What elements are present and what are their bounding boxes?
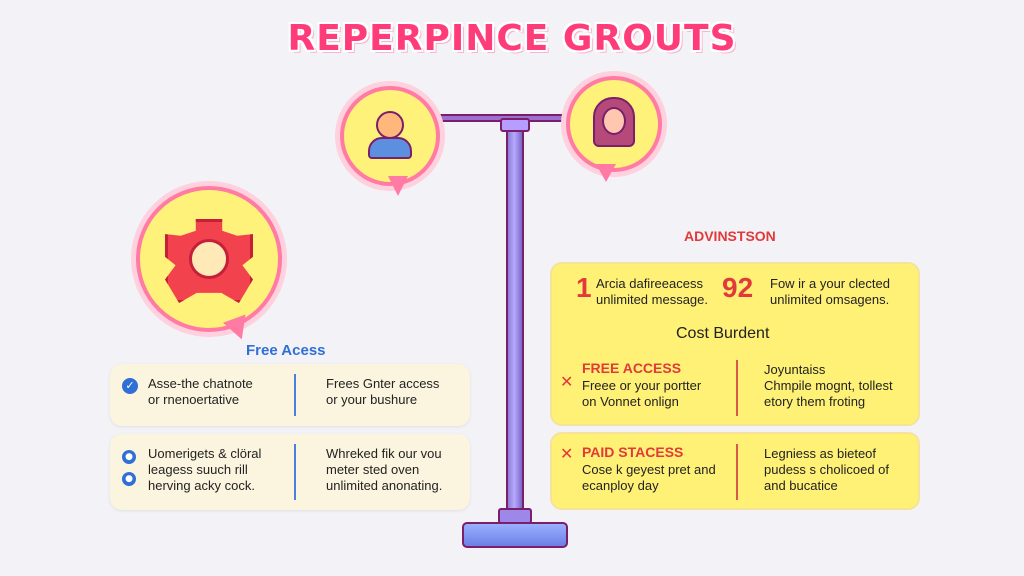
page-title: REPERPINCE GROUTS — [287, 18, 737, 59]
bubble-tail — [596, 164, 616, 182]
x-icon: ✕ — [560, 444, 574, 463]
card-text: unlimited anonating. — [326, 478, 443, 493]
card-divider — [294, 444, 296, 500]
woman-icon — [589, 95, 639, 153]
card-text: Frees Gnter access — [326, 376, 440, 391]
stat-text-line: Arcia dafireeacess — [596, 276, 703, 291]
free-access-heading: Free Acess — [246, 342, 326, 359]
card-text: herving acky cock. — [148, 478, 255, 493]
cost-burden-heading: Cost Burdent — [676, 325, 770, 342]
stat-text-line: unlimited message. — [596, 292, 708, 307]
feature-card: ● ● Uomerigets & clöral leagess suuch ri… — [110, 434, 470, 510]
panel-text-left: Freee or your portter on Vonnet onlign — [582, 378, 701, 410]
gear-bubble — [136, 186, 282, 332]
stat-number: 92 — [722, 272, 754, 303]
panel-text-line: Legniess as bieteof — [764, 446, 877, 461]
free-access-label: FREE ACCESS — [582, 360, 682, 376]
panel-text-line: on Vonnet onlign — [582, 394, 679, 409]
panel-text-line: etory them froting — [764, 394, 866, 409]
avatar-bubble-left — [340, 86, 440, 186]
panel-text-line: Joyuntaiss — [764, 362, 826, 377]
x-icon: ✕ — [560, 372, 574, 391]
card-text: leagess suuch rill — [148, 462, 248, 477]
panel-text-right: Joyuntaiss Chmpile mognt, tollest etory … — [764, 362, 893, 410]
avatar-bubble-right — [566, 76, 662, 172]
card-col-right: Whreked fik our vou meter sted oven unli… — [326, 446, 442, 494]
stat-text-line: unlimited omsagens. — [770, 292, 890, 307]
card-text: or rnenoertative — [148, 392, 240, 407]
bird-icon: ● — [122, 450, 136, 464]
check-icon: ✓ — [122, 378, 138, 394]
scale-base — [462, 522, 568, 548]
panel-text-line: Cose k geyest pret and — [582, 462, 716, 477]
advantages-heading: ADVINSTSON — [684, 228, 776, 244]
panel-divider — [736, 444, 738, 500]
bird-icon: ● — [122, 472, 136, 486]
card-divider — [294, 374, 296, 416]
card-text: or your bushure — [326, 392, 418, 407]
panel-text-line: Freee or your portter — [582, 378, 702, 393]
advantages-panel — [550, 262, 920, 426]
card-text: meter sted oven — [326, 462, 420, 477]
card-col-right: Frees Gnter access or your bushure — [326, 376, 439, 408]
gear-icon — [159, 209, 259, 309]
card-text: Whreked fik our vou — [326, 446, 442, 461]
panel-divider — [736, 360, 738, 416]
bubble-tail — [388, 176, 408, 196]
card-text: Asse-the chatnote — [148, 376, 253, 391]
feature-card: ✓ Asse-the chatnote or rnenoertative Fre… — [110, 364, 470, 426]
paid-panel — [550, 432, 920, 510]
panel-text-line: and bucatice — [764, 478, 838, 493]
panel-text-line: Chmpile mognt, tollest — [764, 378, 893, 393]
stat-text: Arcia dafireeacess unlimited message. — [596, 276, 708, 308]
panel-text-right: Legniess as bieteof pudess s cholicoed o… — [764, 446, 889, 494]
person-icon — [363, 109, 417, 163]
stat-text-line: Fow ir a your clected — [770, 276, 890, 291]
card-col-left: Uomerigets & clöral leagess suuch rill h… — [148, 446, 261, 494]
panel-text-line: ecanploy day — [582, 478, 659, 493]
stat-text: Fow ir a your clected unlimited omsagens… — [770, 276, 890, 308]
card-text: Uomerigets & clöral — [148, 446, 262, 461]
scale-cap — [500, 118, 530, 132]
panel-text-left: Cose k geyest pret and ecanploy day — [582, 462, 716, 494]
card-col-left: Asse-the chatnote or rnenoertative — [148, 376, 253, 408]
paid-access-label: PAID STACESS — [582, 444, 684, 460]
scale-pole — [506, 124, 524, 524]
panel-text-line: pudess s cholicoed of — [764, 462, 890, 477]
stat-number: 1 — [576, 272, 592, 303]
